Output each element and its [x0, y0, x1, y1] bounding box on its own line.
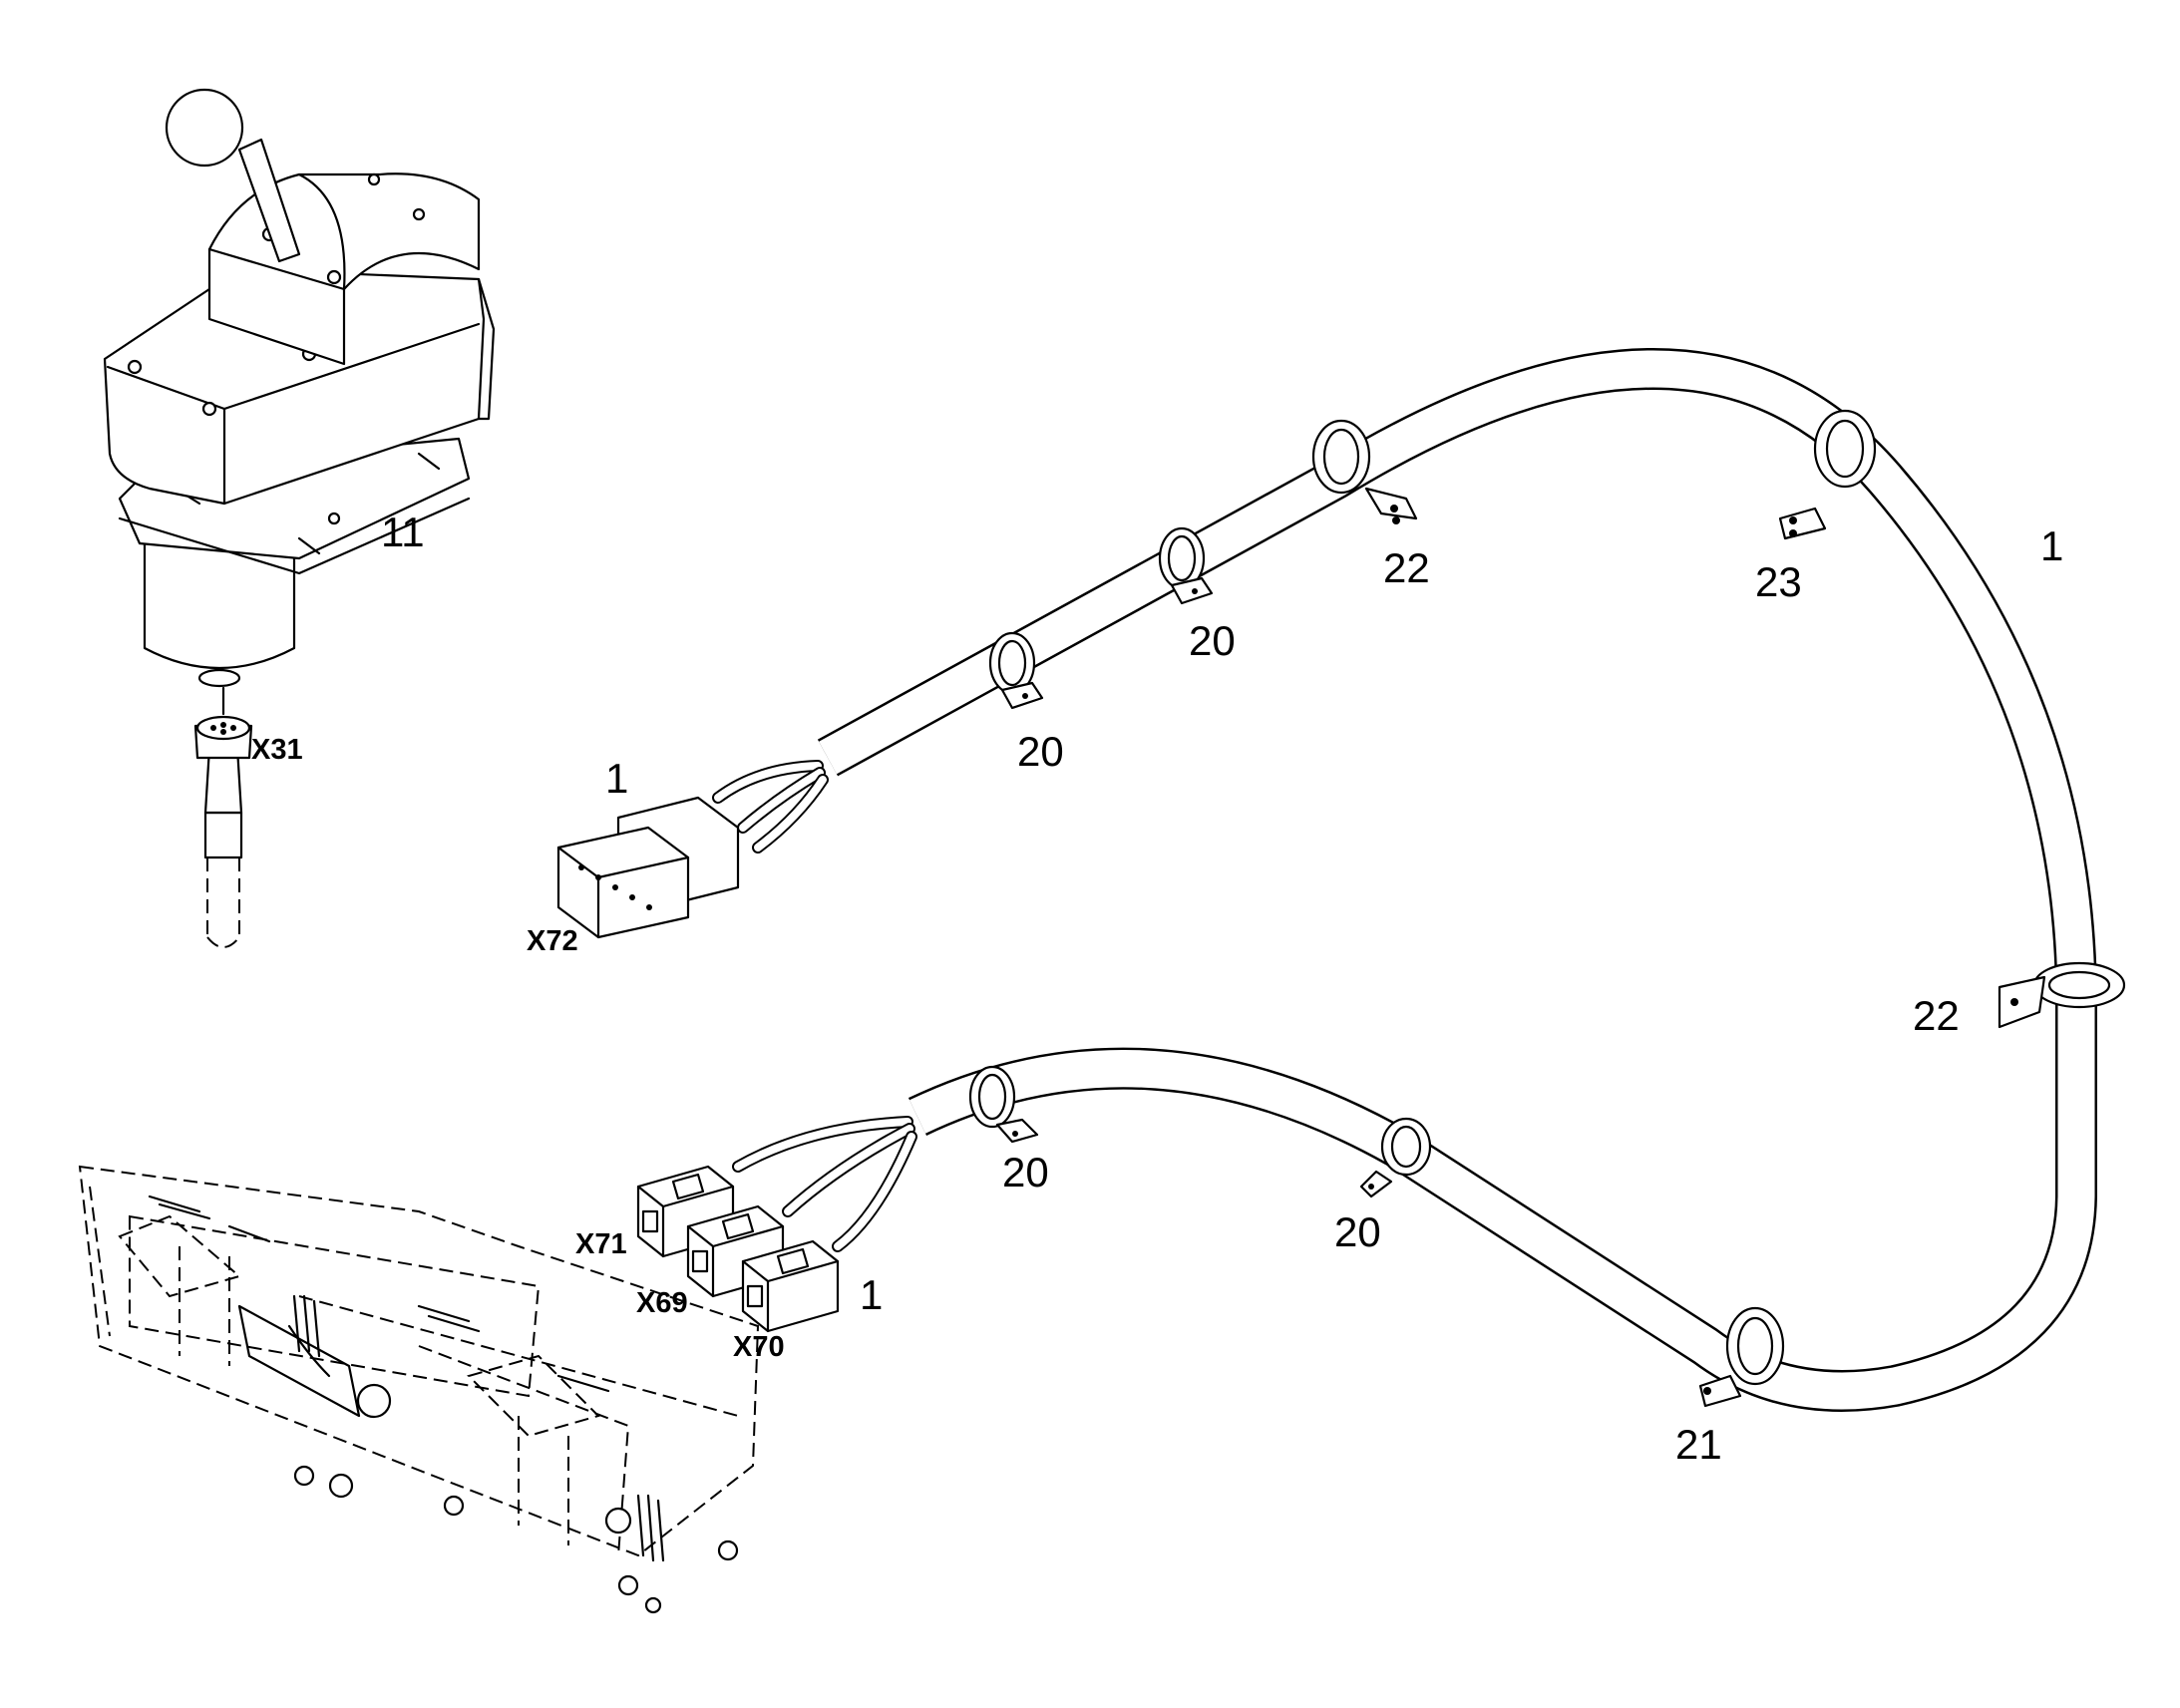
connector-label-x70: X70: [733, 1331, 785, 1363]
clamp-20-d: [1359, 1117, 1432, 1198]
clamp-21: [1698, 1306, 1785, 1408]
clamp-23: [1778, 409, 1877, 540]
connector-label-x71: X71: [575, 1228, 627, 1260]
clamp-20-c: [968, 1065, 1039, 1144]
label-20-d: 20: [1334, 1208, 1381, 1255]
wiring-harness: [817, 348, 2097, 1412]
joystick-unit: [103, 88, 496, 948]
label-20-a: 20: [1017, 728, 1064, 775]
x72-branch: [556, 760, 829, 939]
label-23: 23: [1755, 558, 1802, 605]
label-1-x72: 1: [605, 755, 628, 802]
x71-x69-x70-branch: [636, 1116, 917, 1333]
label-20-b: 20: [1189, 617, 1236, 664]
connector-label-x69: X69: [636, 1287, 688, 1319]
label-11: 11: [381, 509, 425, 555]
label-22-right: 22: [1913, 992, 1960, 1039]
label-22-top: 22: [1383, 544, 1430, 591]
pedal-assembly: [78, 1165, 760, 1614]
clamp-20-a: [988, 631, 1044, 710]
clamp-22-top: [1311, 419, 1418, 524]
label-1-x70: 1: [860, 1271, 883, 1318]
clamp-22-right: [1998, 961, 2126, 1029]
label-20-c: 20: [1002, 1149, 1049, 1196]
label-21: 21: [1675, 1421, 1722, 1468]
connector-label-x31: X31: [251, 734, 303, 766]
clamp-20-b: [1158, 526, 1214, 605]
label-1-cable: 1: [2040, 522, 2063, 569]
connector-label-x72: X72: [527, 925, 578, 957]
